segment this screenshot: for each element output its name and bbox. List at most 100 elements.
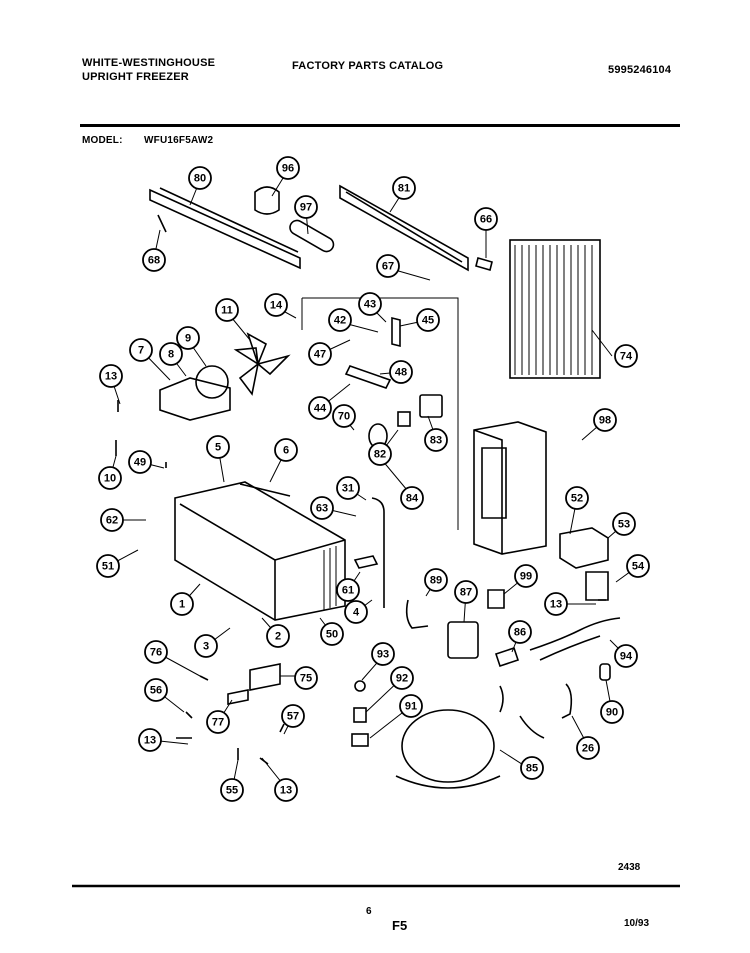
callout-label: 8 [168, 349, 174, 361]
callout-label: 68 [148, 255, 160, 267]
callout-56: 56 [144, 678, 168, 702]
callout-circle [294, 195, 318, 219]
callout-label: 62 [106, 515, 118, 527]
callout-circle [129, 338, 153, 362]
callout-label: 97 [300, 202, 312, 214]
callout-circle [593, 408, 617, 432]
callout-label: 51 [102, 561, 114, 573]
callout-93: 93 [371, 642, 395, 666]
callout-label: 74 [620, 351, 633, 363]
callout-10: 10 [98, 466, 122, 490]
callout-92: 92 [390, 666, 414, 690]
callout-label: 77 [212, 717, 224, 729]
callout-1: 1 [170, 592, 194, 616]
callout-circle [514, 564, 538, 588]
callout-circle [565, 486, 589, 510]
callout-label: 49 [134, 457, 146, 469]
callout-6: 6 [274, 438, 298, 462]
callout-44: 44 [308, 396, 332, 420]
callout-circle [626, 554, 650, 578]
callout-label: 7 [138, 345, 144, 357]
callout-label: 80 [194, 173, 206, 185]
callout-62: 62 [100, 508, 124, 532]
callout-42: 42 [328, 308, 352, 332]
callout-31: 31 [336, 476, 360, 500]
callout-circle [614, 644, 638, 668]
callout-74: 74 [614, 344, 638, 368]
callout-circle [336, 476, 360, 500]
callout-circle [612, 512, 636, 536]
callout-9: 9 [176, 326, 200, 350]
callout-circle [276, 156, 300, 180]
callout-circle [600, 700, 624, 724]
callout-52: 52 [565, 486, 589, 510]
callout-label: 84 [406, 493, 419, 505]
callout-circle [176, 326, 200, 350]
callout-96: 96 [276, 156, 300, 180]
callout-circle [544, 592, 568, 616]
callout-7: 7 [129, 338, 153, 362]
callout-label: 53 [618, 519, 630, 531]
callout-circle [508, 620, 532, 644]
leader-lines [107, 169, 639, 791]
callout-label: 1 [179, 599, 185, 611]
callout-circle [159, 342, 183, 366]
callout-circle [474, 207, 498, 231]
callout-80: 80 [188, 166, 212, 190]
callout-label: 87 [460, 587, 472, 599]
callout-label: 44 [314, 403, 327, 415]
callout-circle [376, 254, 400, 278]
callout-85: 85 [520, 756, 544, 780]
callout-circle [308, 396, 332, 420]
brand-line-1: WHITE-WESTINGHOUSE [82, 57, 216, 69]
callout-55: 55 [220, 778, 244, 802]
callout-26: 26 [576, 736, 600, 760]
callout-68: 68 [142, 248, 166, 272]
callout-circle [206, 710, 230, 734]
callout-label: 2 [275, 631, 281, 643]
callout-circle [264, 293, 288, 317]
callout-circle [144, 678, 168, 702]
callout-circle [520, 756, 544, 780]
callout-91: 91 [399, 694, 423, 718]
callout-13: 13 [99, 364, 123, 388]
callout-label: 3 [203, 641, 209, 653]
callout-circle [368, 442, 392, 466]
callout-circle [99, 364, 123, 388]
callout-label: 94 [620, 651, 633, 663]
callout-circle [144, 640, 168, 664]
callout-57: 57 [281, 704, 305, 728]
callout-circle [96, 554, 120, 578]
callout-label: 66 [480, 214, 492, 226]
callout-label: 83 [430, 435, 442, 447]
callout-circle [399, 694, 423, 718]
callout-circle [424, 428, 448, 452]
callout-circle [100, 508, 124, 532]
callout-87: 87 [454, 580, 478, 604]
callout-circle [416, 308, 440, 332]
callout-label: 56 [150, 685, 162, 697]
callout-81: 81 [392, 176, 416, 200]
model-label: MODEL: [82, 135, 123, 146]
callout-82: 82 [368, 442, 392, 466]
callout-circle [142, 248, 166, 272]
callout-label: 82 [374, 449, 386, 461]
callout-label: 9 [185, 333, 191, 345]
page-number: 6 [366, 906, 372, 917]
catalog-number: 5995246104 [608, 64, 672, 76]
callout-label: 55 [226, 785, 238, 797]
callout-63: 63 [310, 496, 334, 520]
callout-label: 91 [405, 701, 417, 713]
callout-label: 67 [382, 261, 394, 273]
callout-label: 93 [377, 649, 389, 661]
date-code: 10/93 [624, 918, 650, 929]
callout-3: 3 [194, 634, 218, 658]
callout-circle [206, 435, 230, 459]
callout-circle [188, 166, 212, 190]
callout-circle [576, 736, 600, 760]
callout-circle [390, 666, 414, 690]
callout-circle [266, 624, 290, 648]
callout-label: 89 [430, 575, 442, 587]
callout-13: 13 [544, 592, 568, 616]
